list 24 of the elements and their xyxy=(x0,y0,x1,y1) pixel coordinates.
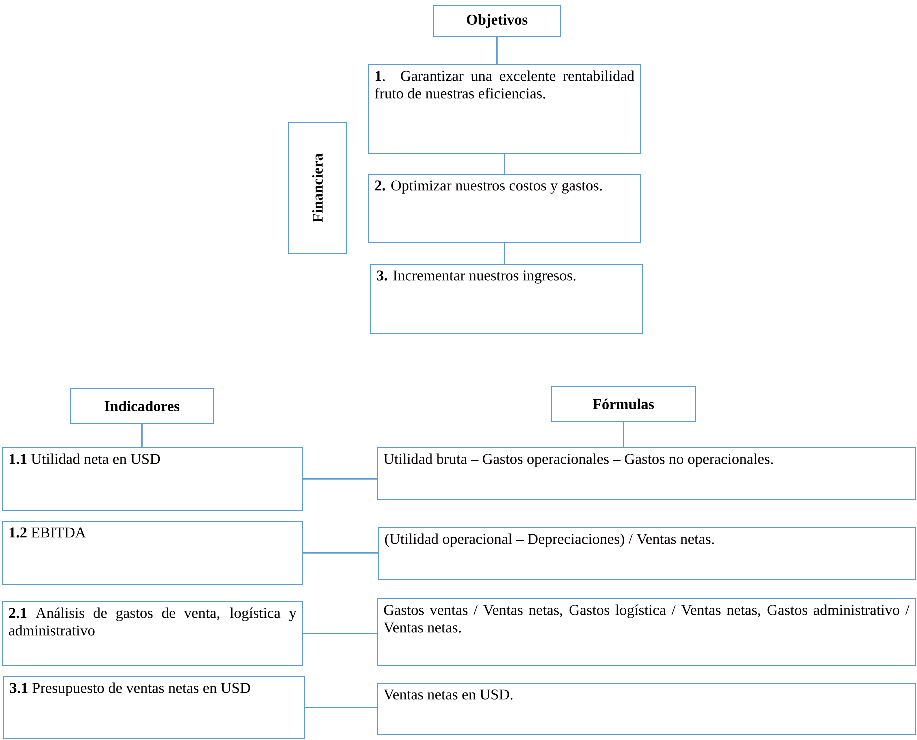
connector-line xyxy=(142,424,143,447)
indicator-box: 1.1 Utilidad neta en USD xyxy=(2,447,304,512)
formula-box: (Utilidad operacional – Depreciaciones) / Ventas netas. xyxy=(378,527,916,580)
connector-line xyxy=(504,243,506,264)
objective-box: 3. Incrementar nuestros ingresos. xyxy=(370,264,644,334)
indicator-box: 2.1 Análisis de gastos de venta, logística y administrativo xyxy=(2,601,304,666)
connector-line xyxy=(623,422,624,447)
heading-box: Objetivos xyxy=(433,5,562,38)
objective-box: 2. Optimizar nuestros costos y gastos. xyxy=(368,174,642,244)
indicator-box: 1.2 EBITDA xyxy=(2,521,304,586)
formula-box: Utilidad bruta – Gastos operacionales – Gastos no operacionales. xyxy=(377,447,916,500)
heading-box: Indicadores xyxy=(70,388,214,424)
objective-box: 1. Garantizar una excelente rentabilidad fruto de nuestras eficiencias. xyxy=(368,64,642,154)
formula-box: Gastos ventas / Ventas netas, Gastos logística / Ventas netas, Gastos administrativo / Ventas netas. xyxy=(377,598,916,666)
formula-box: Ventas netas en USD. xyxy=(377,683,916,736)
connector-line xyxy=(303,478,377,480)
connector-line xyxy=(504,154,506,174)
indicator-box: 3.1 Presupuesto de ventas netas en USD xyxy=(3,676,306,740)
connector-line xyxy=(303,552,378,554)
connector-line xyxy=(303,633,377,634)
perspective-box: Financiera xyxy=(288,122,348,254)
connector-line xyxy=(305,707,377,708)
heading-box: Fórmulas xyxy=(551,386,696,422)
connector-line xyxy=(496,37,498,64)
